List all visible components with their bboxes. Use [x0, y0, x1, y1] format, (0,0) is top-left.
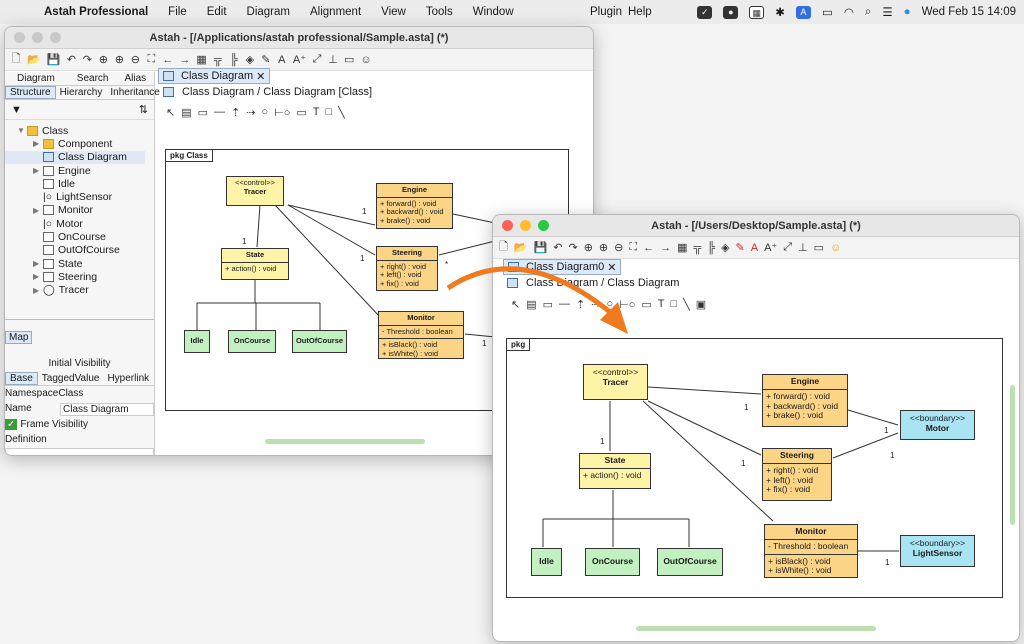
- sync-status-icon[interactable]: ●: [723, 6, 738, 19]
- multiplicity: 1: [885, 558, 889, 567]
- class-name: Tracer: [584, 378, 647, 388]
- menu-help[interactable]: Help: [618, 6, 662, 18]
- operation: + isWhite() : void: [768, 566, 854, 576]
- bluetooth-icon[interactable]: ✱: [775, 5, 785, 19]
- horizontal-scrollbar[interactable]: [636, 626, 876, 631]
- checkbox-status-icon[interactable]: ✓: [697, 6, 712, 19]
- multiplicity: 1: [360, 254, 364, 263]
- siri-icon[interactable]: ●: [904, 6, 911, 18]
- menu-file[interactable]: File: [158, 6, 197, 18]
- app-menu[interactable]: Astah Professional: [34, 6, 158, 18]
- operation: + isWhite() : void: [382, 350, 460, 359]
- class-outofcourse[interactable]: OutOfCourse: [657, 548, 723, 576]
- multiplicity: 1: [884, 426, 888, 435]
- horizontal-scrollbar[interactable]: [265, 439, 425, 444]
- menu-bar: Astah Professional File Edit Diagram Ali…: [0, 0, 1024, 24]
- class-motor[interactable]: <<boundary>>Motor: [900, 410, 975, 440]
- class-name: Motor: [901, 424, 974, 434]
- search-icon[interactable]: ⌕: [865, 6, 871, 19]
- operation: + fix() : void: [380, 280, 434, 289]
- class-name: Tracer: [227, 188, 283, 197]
- grid-status-icon[interactable]: ▦: [749, 6, 764, 19]
- class-engine[interactable]: Engine+ forward() : void+ backward() : v…: [376, 183, 453, 229]
- battery-icon[interactable]: ▭: [822, 5, 833, 19]
- class-name: LightSensor: [901, 549, 974, 559]
- multiplicity: 1: [362, 207, 366, 216]
- class-name: Steering: [377, 247, 437, 261]
- class-name: Steering: [763, 449, 831, 464]
- class-outofcourse[interactable]: OutOfCourse: [292, 330, 347, 353]
- operation: + brake() : void: [766, 411, 844, 421]
- attribute: - Threshold : boolean: [765, 540, 857, 555]
- menu-view[interactable]: View: [371, 6, 416, 18]
- menu-edit[interactable]: Edit: [197, 6, 237, 18]
- multiplicity: 1: [744, 403, 748, 412]
- wifi-icon[interactable]: ◠: [844, 5, 854, 19]
- clock[interactable]: Wed Feb 15 14:09: [922, 6, 1016, 18]
- class-idle[interactable]: Idle: [531, 548, 562, 576]
- control-center-icon[interactable]: ☰: [882, 5, 892, 19]
- multiplicity: 1: [242, 237, 246, 246]
- class-tracer[interactable]: <<control>>Tracer: [583, 364, 648, 400]
- menu-tools[interactable]: Tools: [416, 6, 463, 18]
- class-name: Monitor: [765, 525, 857, 540]
- class-name: State: [580, 454, 650, 469]
- multiplicity: 1: [741, 459, 745, 468]
- operation: + action() : void: [580, 469, 650, 483]
- multiplicity: 1: [890, 451, 894, 460]
- class-tracer[interactable]: <<control>>Tracer: [226, 176, 284, 206]
- multiplicity: 1: [482, 339, 486, 348]
- class-idle[interactable]: Idle: [184, 330, 210, 353]
- menu-diagram[interactable]: Diagram: [237, 6, 300, 18]
- class-state[interactable]: State+ action() : void: [221, 248, 289, 280]
- class-name: Engine: [377, 184, 452, 198]
- operation: + action() : void: [222, 263, 288, 276]
- class-steering[interactable]: Steering+ right() : void+ left() : void+…: [376, 246, 438, 291]
- class-name: Engine: [763, 375, 847, 390]
- class-state[interactable]: State+ action() : void: [579, 453, 651, 489]
- class-monitor[interactable]: Monitor- Threshold : boolean+ isBlack() …: [764, 524, 858, 578]
- menu-window[interactable]: Window: [463, 6, 524, 18]
- class-name: State: [222, 249, 288, 263]
- class-steering[interactable]: Steering+ right() : void+ left() : void+…: [762, 448, 832, 501]
- class-oncourse[interactable]: OnCourse: [585, 548, 640, 576]
- menu-alignment[interactable]: Alignment: [300, 6, 371, 18]
- stereotype: <<boundary>>: [901, 411, 974, 424]
- operation: + fix() : void: [766, 485, 828, 495]
- stereotype: <<boundary>>: [901, 536, 974, 549]
- stereotype: <<control>>: [584, 365, 647, 378]
- multiplicity: 1: [600, 437, 604, 446]
- class-oncourse[interactable]: OnCourse: [228, 330, 276, 353]
- vertical-scrollbar[interactable]: [1010, 385, 1015, 525]
- operation: + brake() : void: [380, 217, 449, 226]
- input-source-icon[interactable]: A: [796, 6, 811, 19]
- migration-arrow-icon: [440, 250, 640, 340]
- class-lightsensor[interactable]: <<boundary>>LightSensor: [900, 535, 975, 567]
- class-engine[interactable]: Engine+ forward() : void+ backward() : v…: [762, 374, 848, 427]
